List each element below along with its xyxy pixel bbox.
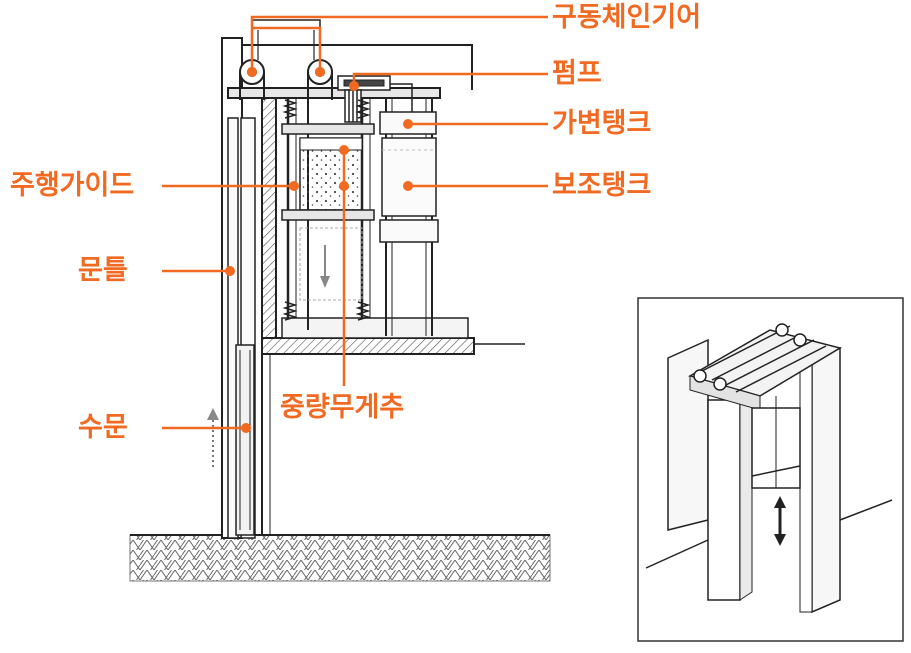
tanks (379, 98, 439, 336)
label-travel-guide: 주행가이드 (10, 170, 135, 201)
label-variable-tank: 가변탱크 (552, 108, 652, 139)
label-drive-chain-gear: 구동체인기어 (552, 2, 702, 33)
label-flood-gate: 수문 (78, 412, 128, 443)
callout-variable-tank (403, 119, 548, 129)
label-pump: 펌프 (552, 58, 602, 89)
callouts (162, 15, 548, 433)
callout-door-frame (162, 266, 235, 276)
callout-flood-gate (162, 423, 251, 433)
callout-drive-chain-gear (247, 15, 548, 77)
counterweight-assembly (281, 98, 375, 321)
callout-travel-guide (162, 181, 299, 191)
label-door-frame: 문틀 (78, 255, 128, 286)
callout-weight-counterweight (339, 145, 349, 386)
ground (129, 534, 551, 582)
inset-perspective-view (637, 297, 904, 642)
label-auxiliary-tank: 보조탱크 (552, 170, 652, 201)
frame-structure (221, 37, 525, 539)
callout-pump (349, 72, 548, 91)
callout-auxiliary-tank (403, 181, 548, 191)
label-weight-counterweight: 중량무게추 (280, 392, 405, 423)
door-frame-and-gate (207, 117, 256, 539)
